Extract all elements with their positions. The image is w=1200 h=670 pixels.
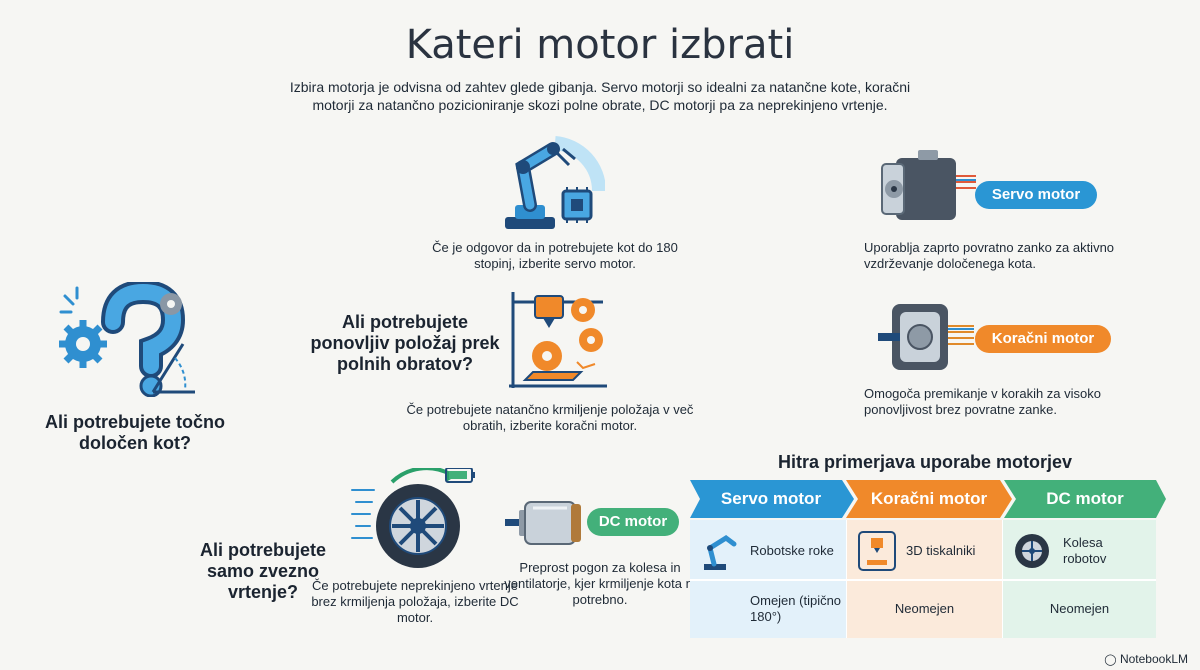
- servo-motor-icon: [881, 150, 976, 220]
- robot-arm-icon: [505, 136, 605, 229]
- table-header-stepper: Koračni motor: [870, 489, 988, 508]
- table-header-arrows: [690, 480, 1166, 518]
- robot-arm-small-icon: [704, 534, 737, 570]
- stepper-motor-icon: [878, 304, 974, 370]
- answer-servo: Če je odgovor da in potrebujete kot do 1…: [432, 240, 678, 271]
- use-stepper: 3D tiskalniki: [906, 543, 976, 558]
- dc-motor-icon: [505, 501, 581, 545]
- question-rotation: Ali potrebujete samo zvezno vrtenje?: [199, 540, 326, 602]
- page-subtitle: Izbira motorja je odvisna od zahtev gled…: [289, 79, 911, 113]
- notebooklm-logo-icon: ◯: [1104, 654, 1117, 666]
- answer-stepper: Če potrebujete natančno krmiljenje polož…: [406, 402, 694, 433]
- servo-motor-label: Servo motor: [975, 181, 1097, 209]
- table-header-dc: DC motor: [1046, 489, 1124, 508]
- footer-brand: ◯ NotebookLM: [1104, 652, 1188, 666]
- use-servo: Robotske roke: [750, 543, 834, 558]
- question-gears-icon: [59, 282, 195, 397]
- question-angle: Ali potrebujete točno določen kot?: [45, 412, 225, 453]
- table-row-divider: [690, 579, 1156, 581]
- stepper-motor-label: Koračni motor: [975, 325, 1111, 353]
- table-header-servo: Servo motor: [720, 489, 822, 508]
- wheel-small-icon: [1015, 534, 1049, 568]
- table-title: Hitra primerjava uporabe motorjev: [777, 452, 1073, 472]
- servo-motor-description: Uporablja zaprto povratno zanko za aktiv…: [864, 240, 1115, 271]
- page-title: Kateri motor izbrati: [405, 22, 795, 68]
- table-col-divider: [846, 520, 847, 638]
- dc-motor-label: DC motor: [587, 508, 679, 536]
- printer-small-icon: [858, 531, 896, 571]
- dc-motor-description: Preprost pogon za kolesa in ventilatorje…: [504, 560, 696, 607]
- range-stepper: Neomejen: [894, 601, 955, 616]
- footer-label: NotebookLM: [1119, 652, 1188, 666]
- answer-dc: Če potrebujete neprekinjeno vrtenje brez…: [311, 578, 519, 625]
- table-col-divider: [1002, 520, 1003, 638]
- question-position: Ali potrebujete ponovljiv položaj prek p…: [310, 312, 500, 374]
- range-servo: Omejen (tipično 180°): [750, 593, 842, 624]
- range-dc: Neomejen: [1049, 601, 1110, 616]
- 3d-printer-icon: [509, 292, 607, 388]
- use-dc: Kolesa robotov: [1063, 535, 1107, 566]
- stepper-motor-description: Omogoča premikanje v korakih za visoko p…: [864, 386, 1101, 417]
- wheel-icon: [351, 468, 475, 568]
